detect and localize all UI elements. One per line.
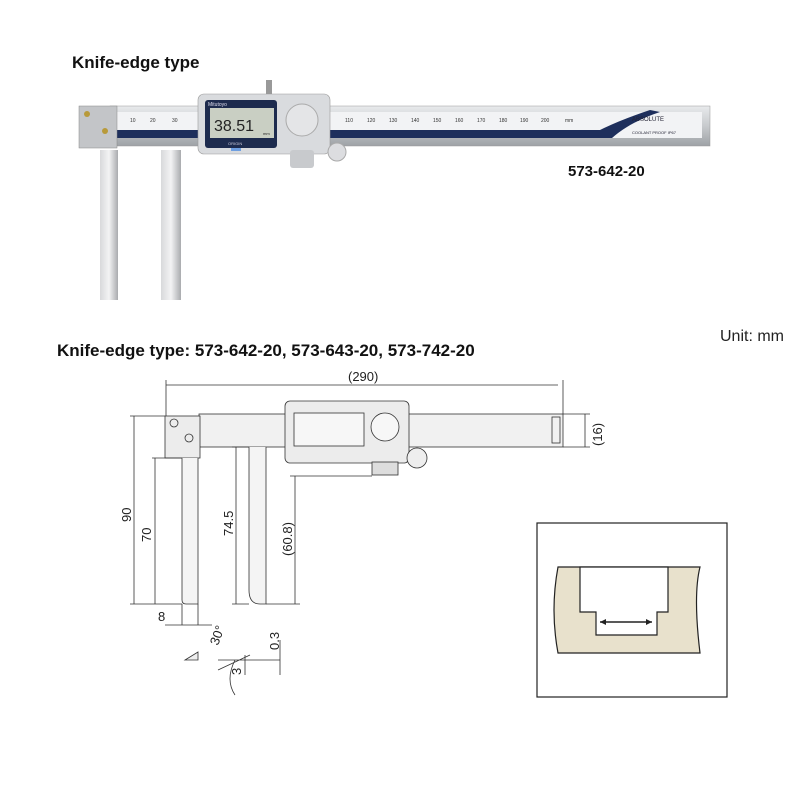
groove-inset — [536, 522, 728, 698]
scale-label: 10 — [130, 118, 136, 124]
scale-label: 30 — [172, 118, 178, 124]
scale-label: 140 — [411, 118, 420, 124]
dim-jaw-total: 90 — [119, 508, 134, 522]
drawing-section-title: Knife-edge type: 573-642-20, 573-643-20,… — [57, 341, 475, 360]
scale-label: 190 — [520, 118, 529, 124]
dim-movable-jaw: 74.5 — [221, 511, 236, 536]
coolant-proof-label: COOLANT PROOF IP67 — [632, 130, 677, 135]
display-reading[interactable]: 38.51 — [214, 118, 254, 135]
photo-section-title: Knife-edge type — [72, 53, 200, 72]
display-unit: mm — [263, 131, 270, 136]
origin-button[interactable] — [231, 148, 241, 151]
model-number: 573-642-20 — [568, 163, 645, 180]
slider-dial — [285, 103, 319, 137]
scale-label: 120 — [367, 118, 376, 124]
scale-label: 160 — [455, 118, 464, 124]
scale-label: 20 — [150, 118, 156, 124]
dim-tip-height: 3 — [229, 668, 244, 675]
unit-label: Unit: mm — [720, 328, 784, 345]
scale-label: 150 — [433, 118, 442, 124]
dim-overall-length: (290) — [348, 369, 378, 384]
dim-tip-angle: 30° — [207, 623, 228, 647]
scale-label: 200 — [541, 118, 550, 124]
fixed-jaw — [100, 150, 118, 300]
dim-edge-thickness: 0.3 — [267, 632, 282, 650]
absolute-logo: ABSOLUTE — [632, 117, 664, 123]
brand-logo: Mitutoyo — [208, 102, 227, 108]
caliper-photo: 10 20 30 110 120 130 140 150 160 170 180… — [78, 80, 711, 300]
dim-beam-height: (16) — [590, 423, 605, 446]
scale-label: 170 — [477, 118, 486, 124]
origin-label: ORIGIN — [228, 141, 242, 146]
thumb-roller[interactable] — [290, 150, 314, 168]
scale-label: 130 — [389, 118, 398, 124]
movable-jaw — [161, 150, 181, 300]
thumb-wheel[interactable] — [327, 142, 347, 162]
scale-label: mm — [565, 118, 573, 124]
lcd-screen — [210, 108, 274, 138]
dim-jaw-length: 70 — [139, 528, 154, 542]
scale-label: 180 — [499, 118, 508, 124]
dim-movable-jaw-inner: (60.8) — [280, 522, 295, 556]
dim-jaw-width: 8 — [158, 609, 165, 624]
dimension-drawing — [130, 380, 590, 696]
scale-label: 110 — [345, 118, 353, 124]
